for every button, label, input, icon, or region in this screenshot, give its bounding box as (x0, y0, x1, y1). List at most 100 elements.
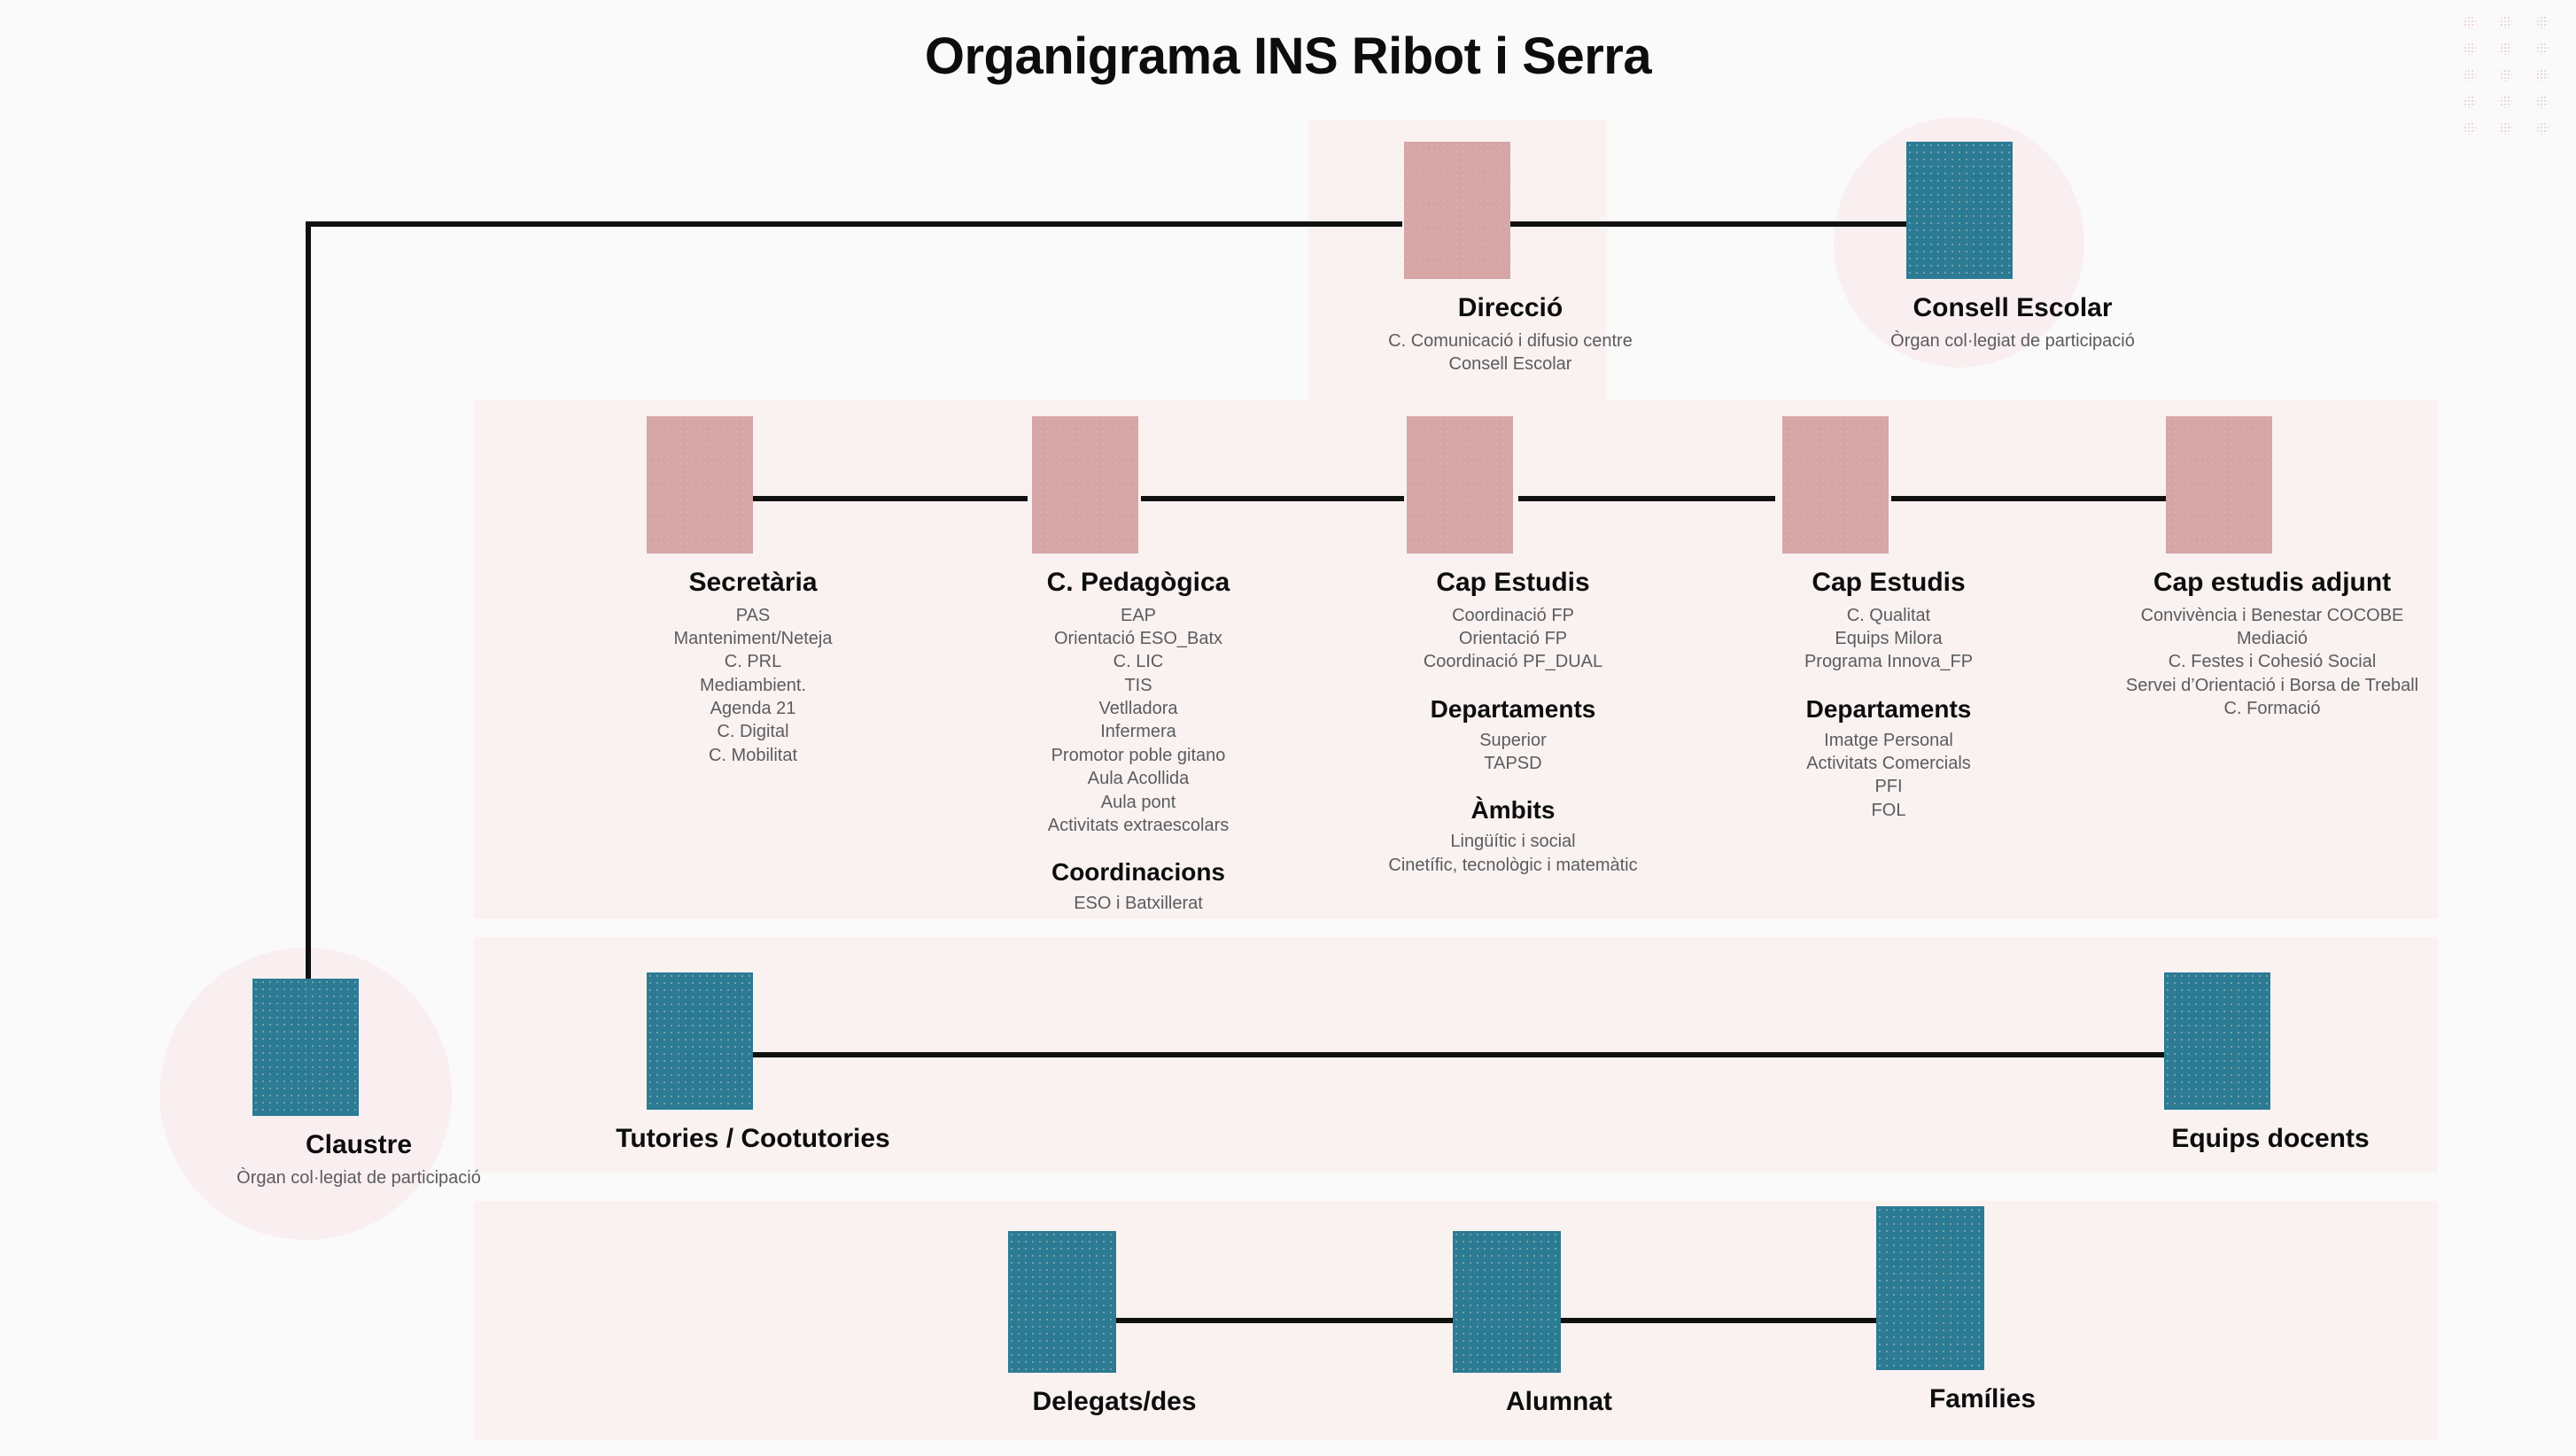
direccio-detail-1: C. Comunicació i difusio centre (1388, 330, 1633, 351)
detail-line: FOL (1871, 800, 1906, 820)
detail-line: PAS (735, 605, 771, 625)
families-title: Famílies (1928, 1384, 2037, 1413)
cap-estudis-1-ambits-heading: Àmbits (1470, 796, 1556, 825)
detail-line: Coordinació FP (1452, 605, 1574, 625)
page-title: Organigrama INS Ribot i Serra (924, 27, 1652, 85)
alumnat-box (1453, 1231, 1561, 1373)
detail-line: PFI (1874, 777, 1903, 797)
node-alumnat[interactable]: Alumnat (1453, 1231, 1612, 1418)
detail-line: Aula pont (1100, 792, 1176, 812)
coordinacions-heading: Coordinacions (1051, 858, 1225, 887)
detail-line: C. Mobilitat (708, 745, 798, 765)
detail-line: ESO i Batxillerat (1074, 894, 1203, 914)
detail-line: Mediambient. (699, 675, 807, 695)
direccio-box (1404, 142, 1510, 279)
detail-line: Lingüític i social (1450, 832, 1576, 852)
equips-docents-box (2164, 972, 2270, 1110)
delegats-title: Delegats/des (1032, 1387, 1197, 1416)
cap-estudis-adjunt-title: Cap estudis adjunt (2153, 568, 2392, 597)
detail-line: Promotor poble gitano (1051, 745, 1226, 765)
detail-line: C. Digital (717, 722, 789, 742)
detail-line: Cinetífic, tecnològic i matemàtic (1388, 855, 1638, 875)
cap-estudis-1-title: Cap Estudis (1436, 568, 1590, 597)
detail-line: C. PRL (724, 652, 782, 672)
families-box (1876, 1206, 1984, 1370)
node-families[interactable]: Famílies (1876, 1206, 2036, 1415)
node-tutories[interactable]: Tutories / Cootutories (616, 972, 890, 1155)
detail-line: Programa Innova_FP (1804, 652, 1974, 672)
node-claustre[interactable]: Claustre Òrgan col·legiat de participaci… (237, 979, 481, 1189)
detail-line: C. Qualitat (1846, 605, 1931, 625)
connector-delegats-to-alumnat (1116, 1318, 1453, 1323)
cap-estudis-adjunt-box (2166, 416, 2272, 554)
detail-line: C. Festes i Cohesió Social (2168, 652, 2377, 672)
c-pedagogica-items: EAP Orientació ESO_Batx C. LIC TIS Vetllador… (908, 604, 1369, 838)
claustre-title: Claustre (305, 1130, 413, 1159)
consell-escolar-box (1906, 142, 2013, 279)
detail-line: Orientació ESO_Batx (1053, 628, 1223, 648)
detail-line: EAP (1120, 605, 1157, 625)
detail-line: Mediació (2236, 628, 2308, 648)
node-direccio[interactable]: Direcció C. Comunicació i difusio centre… (1388, 142, 1633, 376)
c-pedagogica-box (1032, 416, 1138, 554)
connector-cap1-to-cap2 (1518, 496, 1775, 501)
consell-escolar-details: Òrgan col·legiat de participació (1782, 329, 2243, 352)
coordinacions-items: ESO i Batxillerat (908, 892, 1369, 915)
cap-estudis-1-box (1407, 416, 1513, 554)
node-equips-docents[interactable]: Equips docents (2164, 972, 2370, 1155)
node-cap-estudis-adjunt[interactable]: Cap estudis adjunt Convivència i Benesta… (2126, 416, 2418, 720)
cap-estudis-2-title: Cap Estudis (1812, 568, 1966, 597)
cap-estudis-adjunt-items: Convivència i Benestar COCOBE Mediació C. … (2042, 604, 2502, 721)
detail-line: TAPSD (1484, 754, 1542, 774)
connector-tutories-to-equips (753, 1052, 2164, 1057)
detail-line: Infermera (1100, 722, 1176, 742)
claustre-box (252, 979, 359, 1116)
detail-line: Orientació FP (1458, 628, 1568, 648)
detail-line: Imatge Personal (1824, 730, 1953, 750)
equips-docents-title: Equips docents (2171, 1124, 2370, 1153)
detail-line: C. LIC (1113, 652, 1164, 672)
delegats-box (1008, 1231, 1116, 1373)
connector-alumnat-to-families (1559, 1318, 1876, 1323)
direccio-detail-2: Consell Escolar (1448, 353, 1572, 374)
detail-line: TIS (1124, 675, 1152, 695)
node-consell-escolar[interactable]: Consell Escolar Òrgan col·legiat de part… (1890, 142, 2135, 352)
cap-estudis-1-departaments-heading: Departaments (1430, 694, 1596, 723)
cap-estudis-2-departaments-heading: Departaments (1805, 694, 1972, 723)
detail-line: Equips Milora (1835, 628, 1943, 648)
cap-estudis-2-box (1782, 416, 1889, 554)
tutories-title: Tutories / Cootutories (616, 1124, 890, 1153)
alumnat-title: Alumnat (1506, 1387, 1612, 1416)
secretaria-title: Secretària (688, 568, 818, 597)
node-c-pedagogica[interactable]: C. Pedagògica EAP Orientació ESO_Batx C. L… (1032, 416, 1230, 916)
node-cap-estudis-1[interactable]: Cap Estudis Coordinació FP Orientació FP C… (1388, 416, 1638, 877)
connector-pedagogica-to-cap1 (1141, 496, 1404, 501)
direccio-details: C. Comunicació i difusio centre Consell … (1280, 329, 1741, 376)
claustre-detail-1: Òrgan col·legiat de participació (237, 1167, 481, 1188)
connector-direccio-to-consell (1457, 221, 1947, 227)
detail-line: C. Formació (2223, 699, 2321, 719)
connector-secretaria-to-pedagogica (753, 496, 1028, 501)
connector-claustre-vertical (306, 221, 311, 985)
detail-line: Servei d’Orientació i Borsa de Treball (2125, 675, 2419, 695)
node-delegats[interactable]: Delegats/des (1008, 1231, 1197, 1418)
connector-cap2-to-adjunt (1891, 496, 2166, 501)
c-pedagogica-title: C. Pedagògica (1046, 568, 1230, 597)
detail-line: Aula Acollida (1087, 769, 1190, 789)
detail-line: Activitats extraescolars (1047, 816, 1230, 836)
detail-line: Convivència i Benestar COCOBE (2140, 605, 2404, 625)
connector-claustre-to-direccio (306, 221, 1402, 227)
consell-escolar-detail-1: Òrgan col·legiat de participació (1890, 330, 2135, 351)
direccio-title: Direcció (1457, 293, 1563, 322)
detail-line: Vetlladora (1098, 699, 1178, 719)
secretaria-box (647, 416, 753, 554)
tutories-box (647, 972, 753, 1110)
